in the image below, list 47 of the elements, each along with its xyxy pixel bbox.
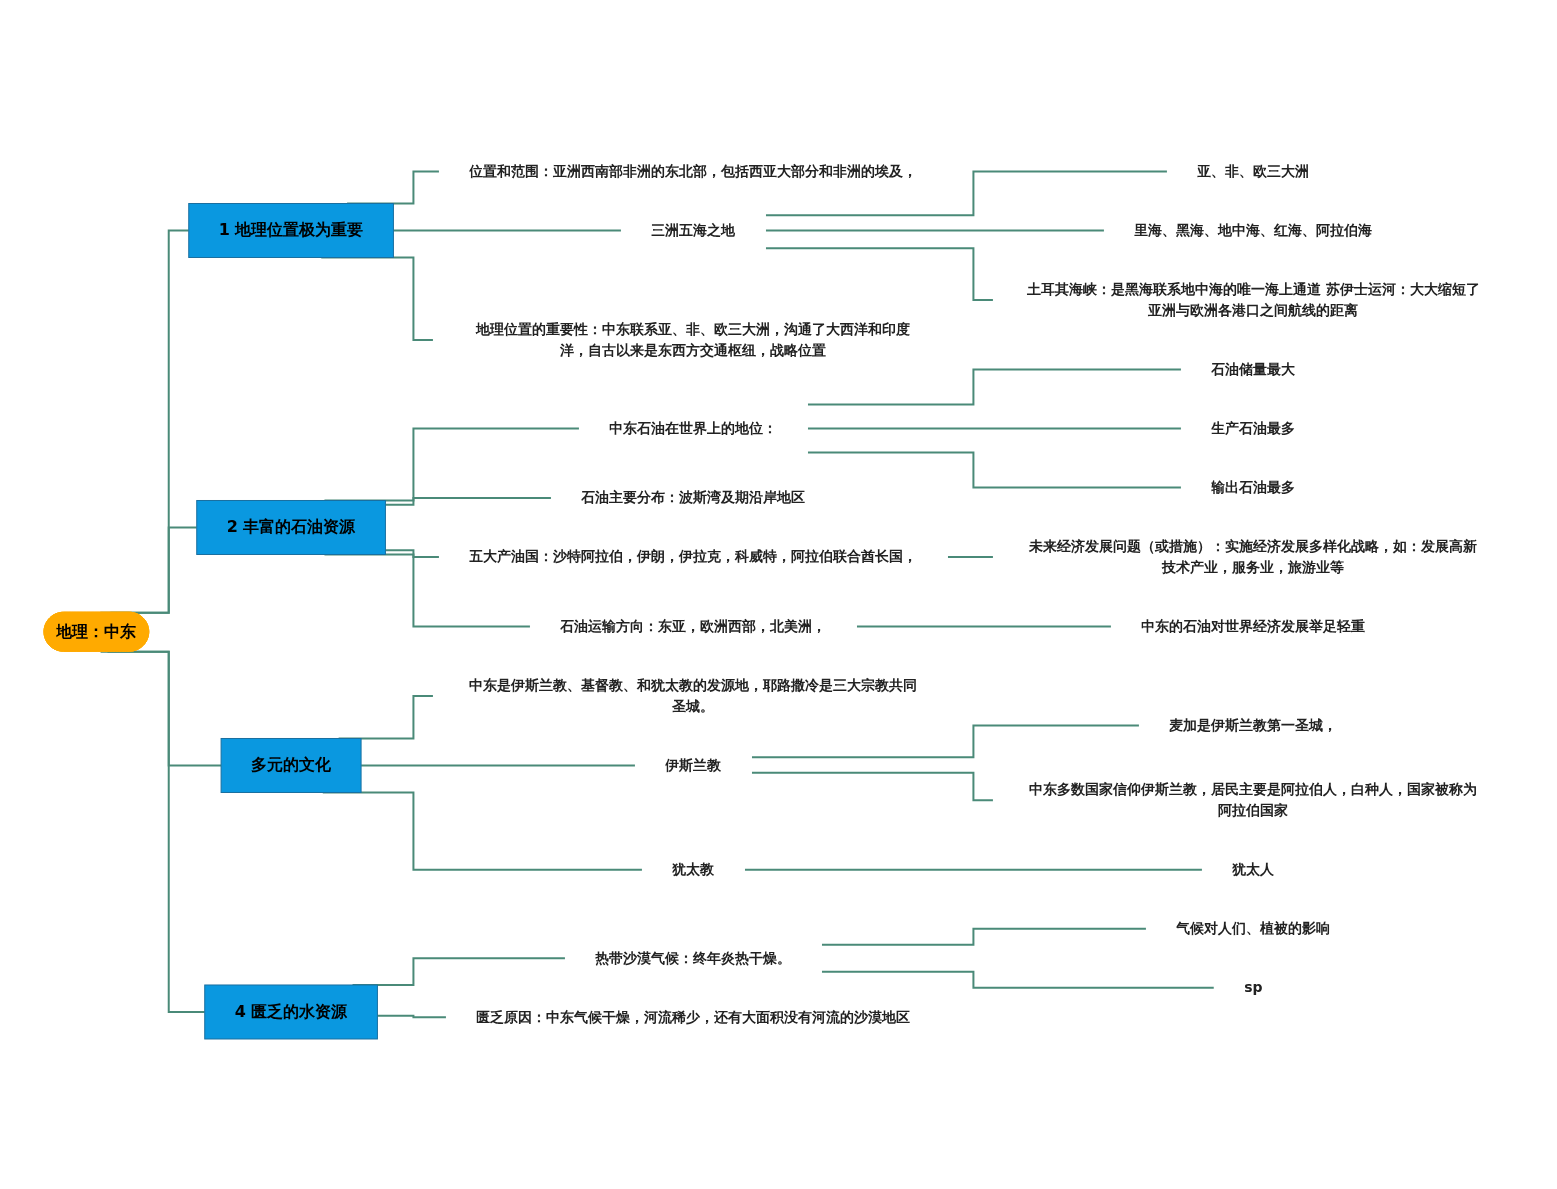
connector xyxy=(384,497,553,506)
node-text: 石油储量最大 xyxy=(1211,361,1296,378)
node-text: 中东多数国家信仰伊斯兰教，居民主要是阿拉伯人，白种人，国家被称为阿拉伯国家 xyxy=(1029,781,1478,819)
node-text: 犹太教 xyxy=(672,861,715,878)
node-text: 石油主要分布：波斯湾及期沿岸地区 xyxy=(581,489,806,506)
node-text: 生产石油最多 xyxy=(1211,420,1296,437)
connector xyxy=(820,970,1215,989)
connector xyxy=(384,549,441,559)
node-text: 未来经济发展问题（或措施）：实施经济发展多样化战略，如：发展高新技术产业，服务业，旅游业等 xyxy=(1029,538,1478,576)
connector xyxy=(743,868,1204,871)
node-text: 位置和范围：亚洲西南部非洲的东北部，包括西亚大部分和非洲的埃及， xyxy=(469,163,918,180)
node-text: 中东的石油对世界经济发展举足轻重 xyxy=(1141,618,1366,635)
connector xyxy=(392,229,623,232)
connector xyxy=(764,229,1106,232)
connector xyxy=(764,247,995,302)
connector xyxy=(806,427,1183,430)
connector xyxy=(750,724,1141,759)
connector xyxy=(806,451,1183,489)
node-text: 麦加是伊斯兰教第一圣城， xyxy=(1169,717,1338,734)
connector xyxy=(806,368,1183,406)
node-text: 里海、黑海、地中海、红海、阿拉伯海 xyxy=(1134,222,1373,239)
node-text: 输出石油最多 xyxy=(1211,479,1296,496)
node-text: 石油运输方向：东亚，欧洲西部，北美洲， xyxy=(560,618,827,635)
node-text: 三洲五海之地 xyxy=(651,222,736,239)
connector xyxy=(750,771,995,802)
node-text: 气候对人们、植被的影响 xyxy=(1176,920,1331,937)
connector xyxy=(820,927,1148,946)
connector xyxy=(946,556,995,559)
node-box: 2 丰富的石油资源 xyxy=(196,500,386,556)
node-text: 匮乏原因：中东气候干燥，河流稀少，还有大面积没有河流的沙漠地区 xyxy=(476,1008,911,1025)
node-box: 4 匮乏的水资源 xyxy=(204,984,378,1040)
node-text: 热带沙漠气候：终年炎热干燥。 xyxy=(595,949,792,966)
node-box: 多元的文化 xyxy=(220,738,362,794)
node-text: sp xyxy=(1244,979,1263,996)
node-text: 中东是伊斯兰教、基督教、和犹太教的发源地，耶路撒冷是三大宗教共同圣城。 xyxy=(469,677,918,715)
connector xyxy=(359,764,637,767)
node-text: 中东石油在世界上的地位： xyxy=(609,420,778,437)
node-text: 五大产油国：沙特阿拉伯，伊朗，伊拉克，科威特，阿拉伯联合酋长国， xyxy=(469,548,918,565)
connector xyxy=(376,1014,448,1019)
connector xyxy=(855,625,1113,628)
connector xyxy=(764,170,1169,217)
node-text: 犹太人 xyxy=(1232,861,1275,878)
node-text: 亚、非、欧三大洲 xyxy=(1197,163,1310,180)
node-text: 土耳其海峡：是黑海联系地中海的唯一海上通道 苏伊士运河：大大缩短了亚洲与欧洲各港口之间航线的距离 xyxy=(1026,281,1480,319)
node-text: 地理位置的重要性：中东联系亚、非、欧三大洲，沟通了大西洋和印度洋，自古以来是东西方交通枢纽，战略位置 xyxy=(476,321,911,359)
node-text: 伊斯兰教 xyxy=(665,757,722,774)
node-box: 1 地理位置极为重要 xyxy=(188,203,394,259)
